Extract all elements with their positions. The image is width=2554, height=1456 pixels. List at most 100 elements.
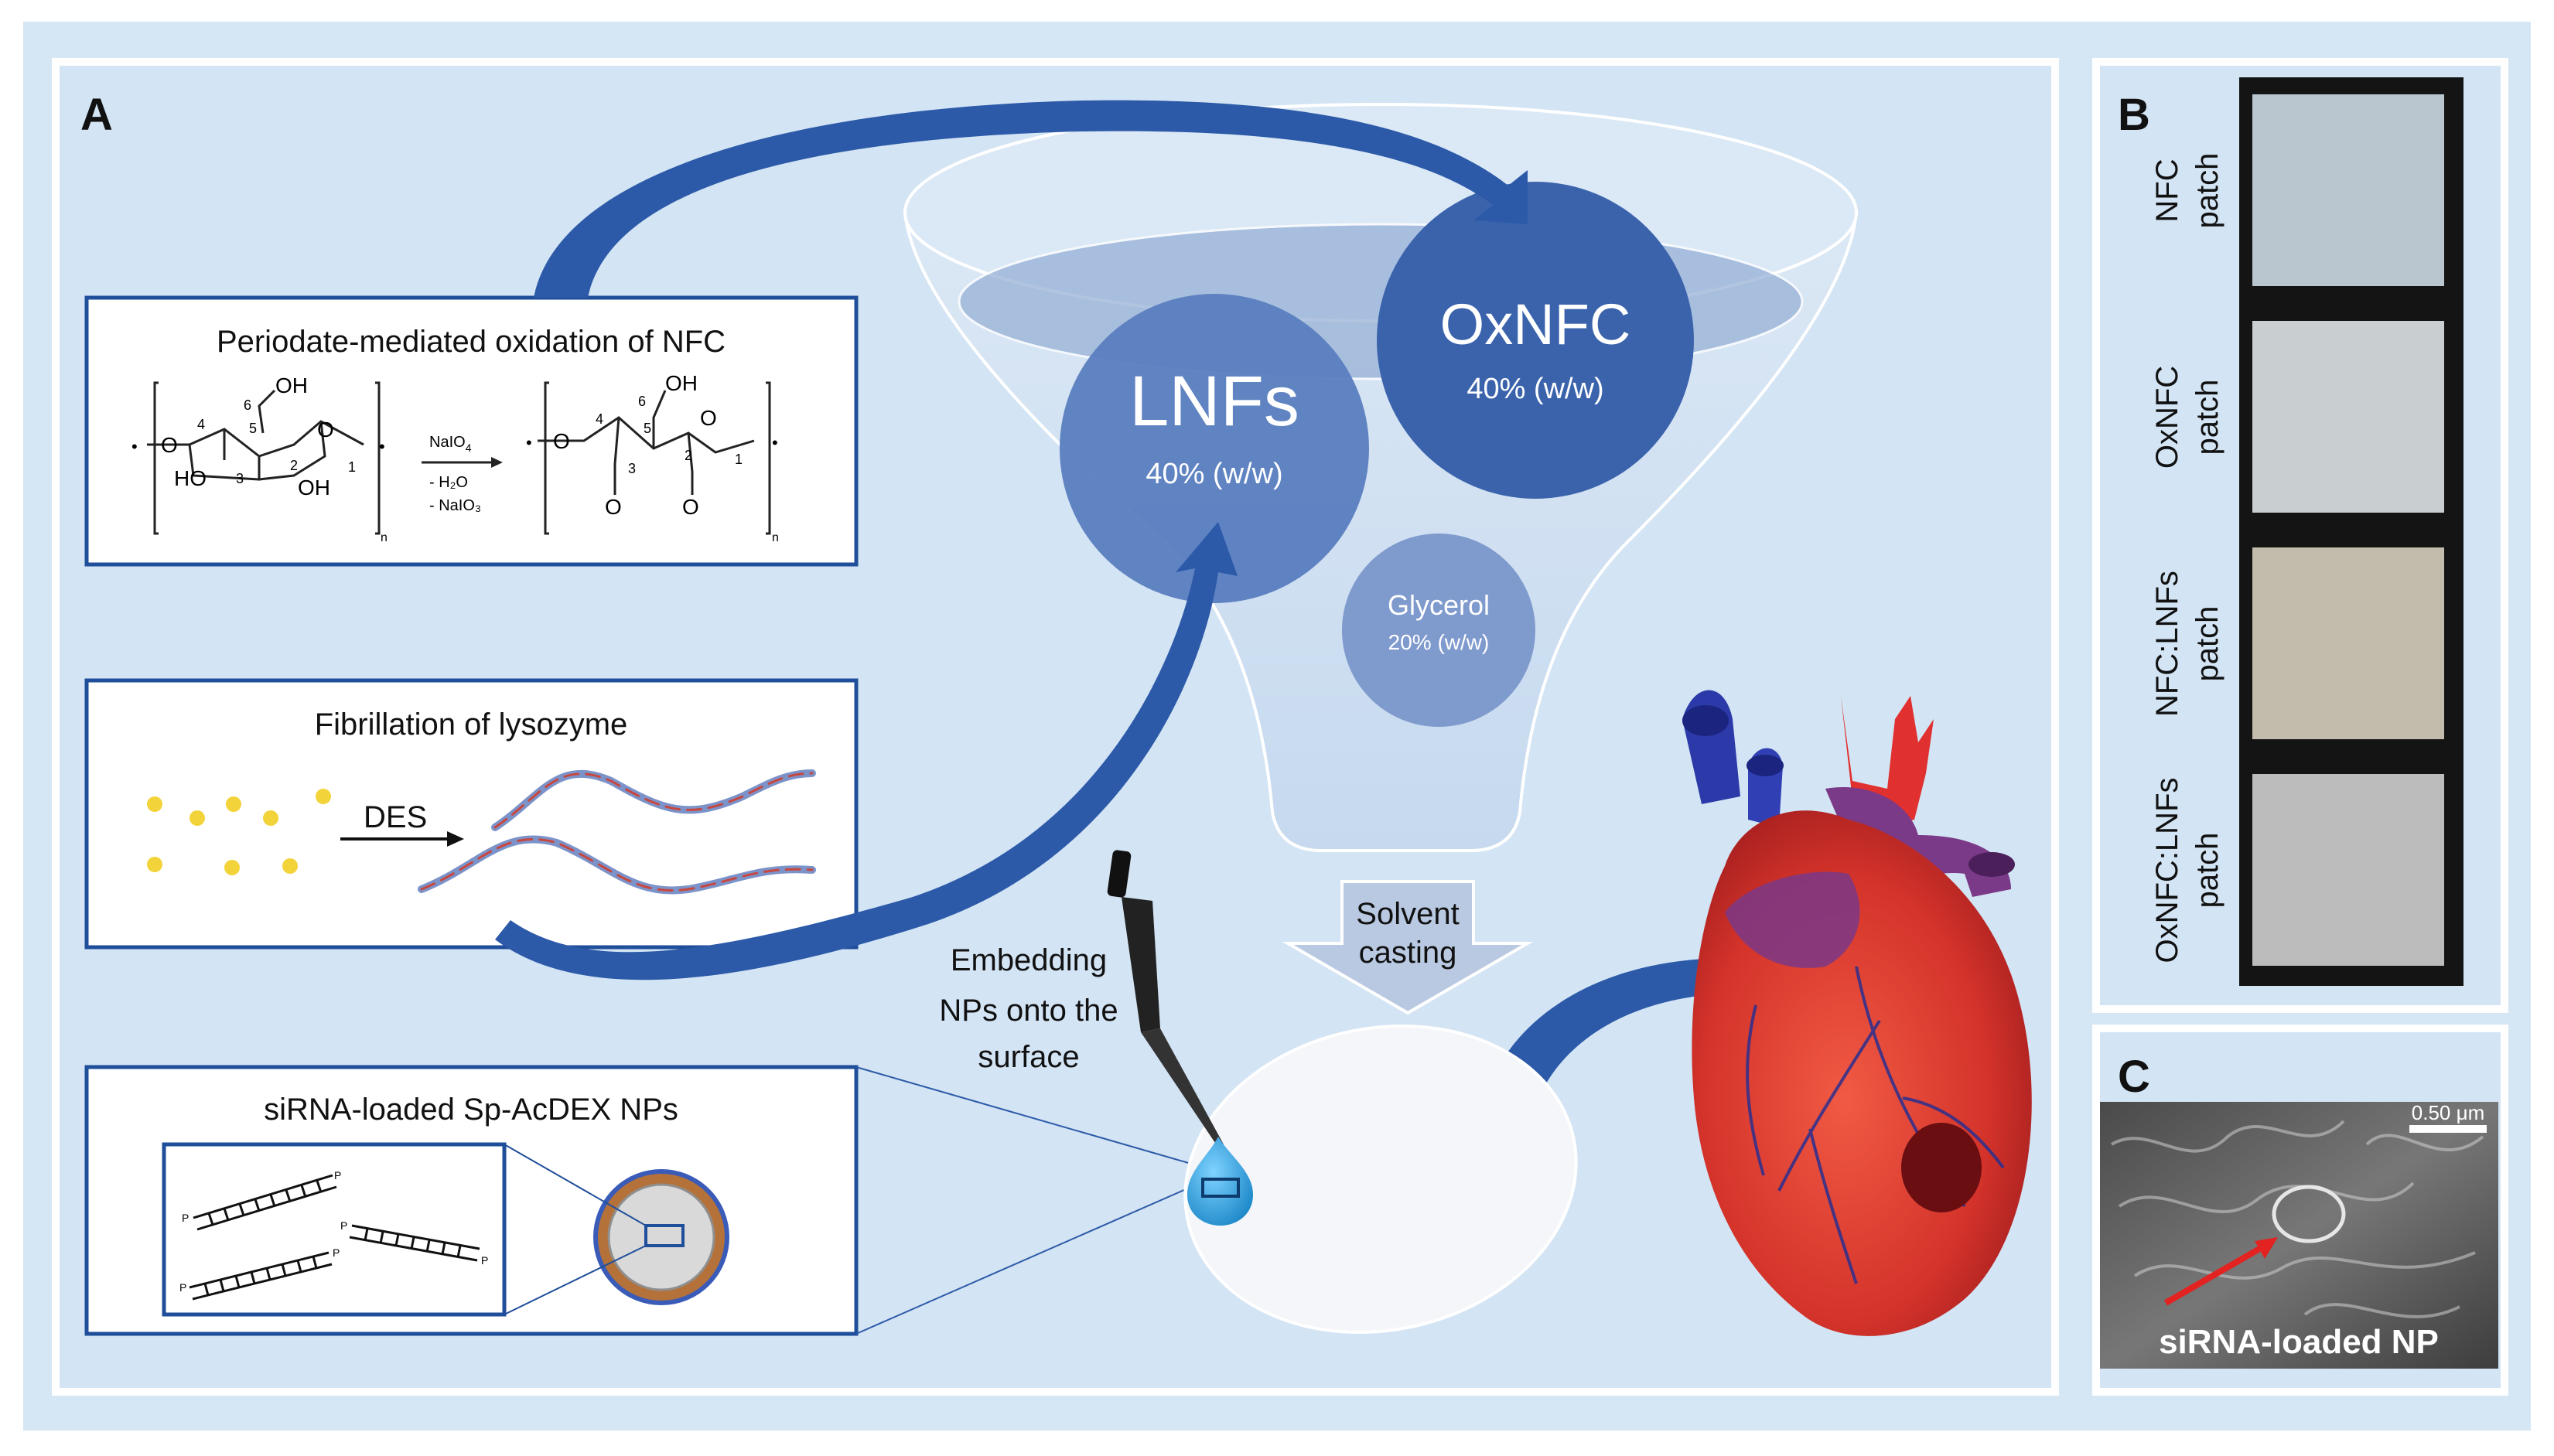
- reactant-c6: 6: [244, 397, 251, 413]
- monomer: [226, 796, 241, 812]
- embedding-line2: NPs onto the: [939, 994, 1118, 1028]
- reactant-c5: 5: [249, 421, 257, 436]
- monomer: [147, 857, 162, 872]
- np-pointer-arrowhead: [2255, 1237, 2278, 1259]
- reagent-water: - H₂O: [429, 474, 468, 491]
- panel-b-letter: B: [2118, 90, 2150, 140]
- reactant-ring-o: O: [317, 418, 334, 442]
- inset-connector: [504, 1144, 647, 1226]
- reactant-c2: 2: [290, 458, 298, 473]
- oxidation-title: Periodate-mediated oxidation of NFC: [217, 325, 726, 359]
- product-dot-right: •: [772, 433, 778, 452]
- monomer: [316, 789, 331, 804]
- lysozyme-monomers: [147, 789, 331, 875]
- reactant-n: n: [381, 531, 388, 544]
- patch-suffix: patch: [2190, 606, 2225, 682]
- patch-disc: [1183, 1025, 1578, 1334]
- glycerol-disc: [1342, 534, 1535, 727]
- strand-end-label: P: [481, 1254, 488, 1267]
- sirna-duplexes: [189, 1174, 480, 1301]
- patch-suffix: patch: [2190, 153, 2225, 229]
- sirna-inset: [162, 1142, 507, 1317]
- oxnfc-disc: [1377, 182, 1694, 499]
- reactant-o-link: O: [161, 433, 178, 457]
- glycerol-amount: 20% (w/w): [1388, 630, 1490, 654]
- lnfs-disc: [1060, 294, 1369, 603]
- oxidation-box: Periodate-mediated oxidation of NFC • • …: [84, 295, 859, 567]
- patch-suffix: patch: [2190, 380, 2225, 455]
- product-ring-o: O: [700, 406, 717, 430]
- strand-end-label: P: [334, 1169, 341, 1182]
- np-pointer-arrow: [2164, 1242, 2268, 1306]
- fibril-1-strand: [493, 772, 814, 829]
- product-c5: 5: [644, 421, 651, 436]
- pipette: [1107, 850, 1224, 1147]
- monomer: [190, 810, 205, 826]
- patch-name: NFC: [2150, 159, 2184, 222]
- glycerol-name: Glycerol: [1388, 589, 1490, 621]
- monomer: [147, 796, 162, 812]
- sirna-duplex-3: [189, 1251, 333, 1301]
- panel-c-sem: 0.50 μm siRNA-loaded NP: [2100, 1101, 2498, 1369]
- strand-end-label: P: [182, 1212, 189, 1224]
- fibril-2-strand: [420, 838, 814, 892]
- infarct-area: [1901, 1123, 1982, 1212]
- lnfs-amount: 40% (w/w): [1146, 458, 1282, 490]
- panel-a-letter: A: [80, 90, 113, 140]
- scale-bar: [2409, 1125, 2487, 1133]
- product-n: n: [772, 531, 779, 544]
- patch-name: OxNFC: [2150, 366, 2184, 469]
- patch-suffix: patch: [2190, 833, 2225, 909]
- solvent-casting-shape: [1282, 880, 1534, 1015]
- reactant-c1: 1: [348, 459, 356, 475]
- embedding-line1: Embedding: [951, 943, 1107, 977]
- product-c2: 2: [685, 448, 692, 463]
- reactant-c4: 4: [197, 417, 205, 432]
- monomer: [224, 860, 240, 875]
- oxidation-box-frame: [84, 295, 859, 567]
- oxnfc-name: OxNFC: [1440, 292, 1631, 356]
- pulmonary-vein-opening: [1746, 755, 1784, 776]
- reactant-structure: [147, 381, 381, 535]
- strand-end-label: P: [340, 1219, 347, 1232]
- product-dot-left: •: [526, 433, 532, 452]
- reactant-dot-left: •: [131, 437, 138, 456]
- patch-photo: [2252, 94, 2444, 286]
- product-c1: 1: [735, 452, 743, 467]
- product-oh: OH: [665, 371, 698, 395]
- oxnfc-amount: 40% (w/w): [1467, 373, 1603, 405]
- left-atrium: [1725, 871, 1860, 968]
- reactant-oh-top: OH: [275, 373, 308, 397]
- embedding-line3: surface: [978, 1040, 1079, 1074]
- droplet-connector-top: [855, 1066, 1192, 1164]
- droplet-zoom-box: [1201, 1178, 1240, 1198]
- reactant-oh-bottom: OH: [298, 476, 330, 500]
- product-aldehyde-o1: O: [605, 495, 622, 519]
- patch-photo: [2252, 547, 2444, 739]
- reactant-c3: 3: [236, 471, 244, 486]
- product-c3: 3: [628, 461, 636, 476]
- panel-c-letter: C: [2118, 1052, 2150, 1102]
- oxnfc-circle: OxNFC 40% (w/w): [1377, 182, 1694, 499]
- reagent-iodate: - NaIO₃: [429, 497, 481, 514]
- patch-name: NFC:LNFs: [2150, 571, 2184, 717]
- sem-label: siRNA-loaded NP: [2159, 1323, 2439, 1361]
- patch-name: OxNFC:LNFs: [2150, 778, 2184, 963]
- product-c4: 4: [596, 411, 603, 427]
- fibrillation-title: Fibrillation of lysozyme: [315, 708, 628, 742]
- product-structure: [538, 381, 771, 535]
- pipette-body: [1122, 897, 1160, 1032]
- glycerol-circle: Glycerol 20% (w/w): [1342, 534, 1535, 727]
- reactant-ho: HO: [174, 466, 207, 490]
- solvent-casting-arrow: Solvent casting: [1282, 880, 1534, 1015]
- nps-box: siRNA-loaded Sp-AcDEX NPs P P P P P P: [84, 1065, 859, 1336]
- product-o-link: O: [553, 429, 570, 453]
- sirna-duplex-2: [349, 1224, 480, 1262]
- droplet-connector-bottom: [855, 1186, 1192, 1335]
- product-aldehyde-o2: O: [682, 495, 699, 519]
- amyloid-fibrils: [418, 769, 816, 895]
